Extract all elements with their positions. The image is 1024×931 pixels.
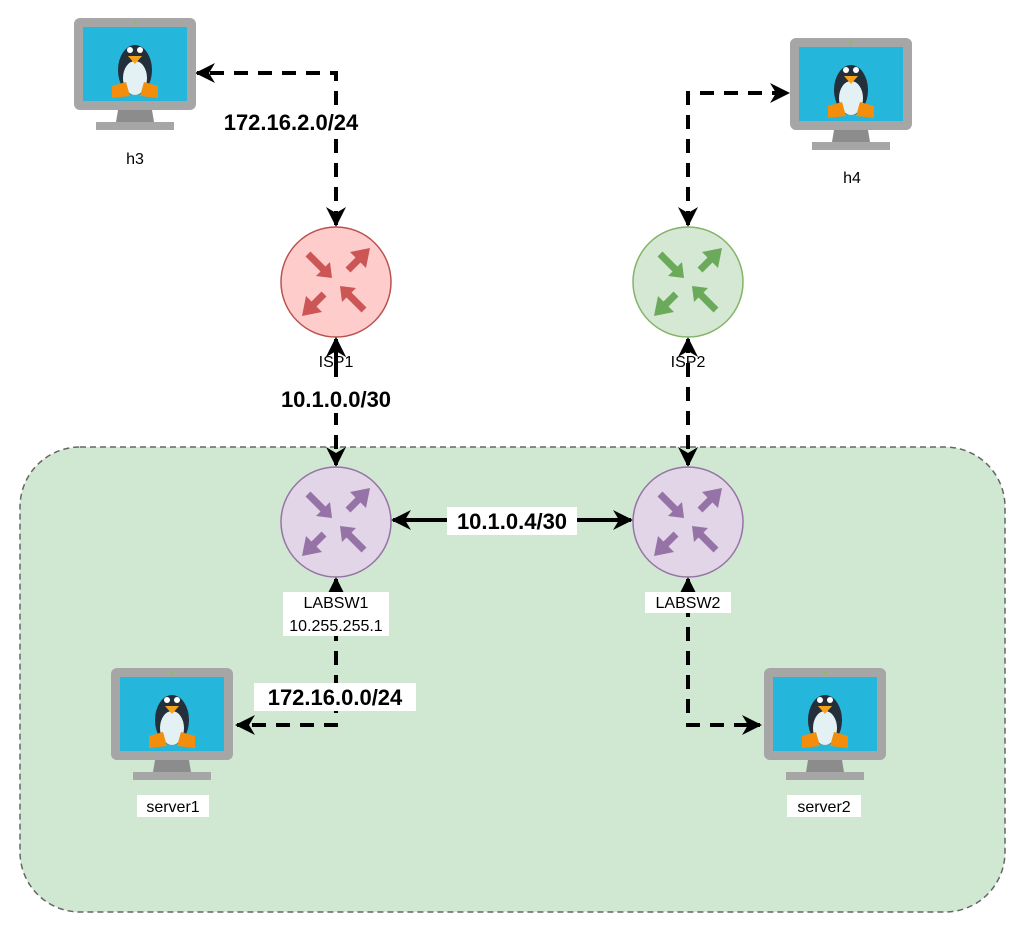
lab-zone (19, 446, 1006, 913)
link-label-h3-isp1: 172.16.2.0/24 (224, 110, 359, 135)
host-h4[interactable] (790, 38, 912, 150)
link-label-labsw1-labsw2: 10.1.0.4/30 (457, 509, 567, 534)
labsw1-ip: 10.255.255.1 (289, 618, 383, 635)
h3-label: h3 (126, 151, 144, 168)
router-labsw1[interactable] (280, 466, 392, 578)
router-labsw2[interactable] (632, 466, 744, 578)
router-icon (654, 488, 722, 556)
host-h3[interactable] (74, 18, 196, 130)
router-icon (302, 248, 370, 316)
labsw2-label: LABSW2 (656, 595, 721, 612)
server1-label: server1 (146, 799, 199, 816)
link-h4-isp2 (678, 83, 790, 227)
linux-host-icon (790, 38, 912, 150)
linux-host-icon (74, 18, 196, 130)
server2-label: server2 (797, 799, 850, 816)
h4-label: h4 (843, 170, 861, 187)
router-icon (654, 248, 722, 316)
link-label-isp1-labsw1: 10.1.0.0/30 (281, 387, 391, 412)
link-label-labsw1-server1: 172.16.0.0/24 (268, 685, 403, 710)
link-h3-isp1 (195, 63, 346, 227)
router-isp1[interactable] (280, 226, 392, 338)
link-labsw2-server2 (678, 577, 762, 735)
router-isp2[interactable] (632, 226, 744, 338)
router-icon (302, 488, 370, 556)
isp2-label: ISP2 (671, 354, 706, 371)
labsw1-label: LABSW1 (304, 595, 369, 612)
